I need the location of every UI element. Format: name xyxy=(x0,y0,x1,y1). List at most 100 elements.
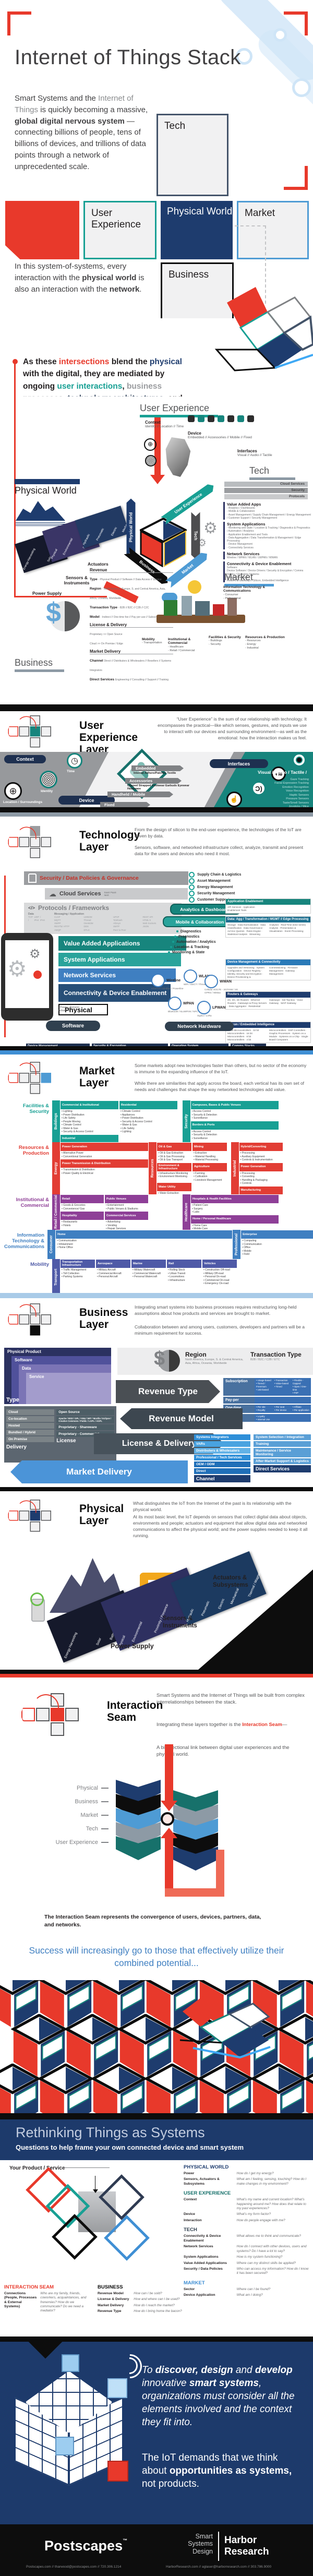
market-col-item: Communication xyxy=(58,1239,232,1243)
market-col-header: Public Venues xyxy=(105,1195,148,1203)
hub-device-items: Embedded // Accessories // Mobile // Fix… xyxy=(188,436,252,439)
market-col-item: Public Venues & Stadiums xyxy=(107,1207,148,1211)
market-col-item: Office xyxy=(244,1246,313,1250)
market-col-list: EntertainmentPublic Venues & Stadiums xyxy=(105,1204,148,1211)
text-segment: develop xyxy=(255,2365,293,2376)
market-col: EnterpriseComputingCommunicationOfficeMo… xyxy=(240,1230,313,1257)
tech-layer-title: Technology Layer xyxy=(79,829,140,854)
interaction-seam-icon xyxy=(21,1693,87,1738)
card-item: Energy Harvesting xyxy=(63,1632,78,1659)
text-segment: network xyxy=(109,284,140,294)
section-interaction-seam: Interaction Seam Smart Systems and the I… xyxy=(0,1678,313,1980)
closing-paragraph-2: The IoT demands that we think about oppo… xyxy=(142,2451,302,2490)
market-col-header: Environment & Infrastructure xyxy=(157,1163,191,1171)
cross-face-b xyxy=(30,1084,40,1094)
block-item: Wireline / WPAN / WLAN / LWPAN / WWAN xyxy=(227,556,278,559)
red-arrowhead-up xyxy=(161,1828,177,1838)
hub-ux-title: User Experience xyxy=(140,403,210,413)
hub-ux-header: User Experience xyxy=(140,403,218,417)
market-col-item: Water & Gas xyxy=(122,1123,177,1127)
underline-bar xyxy=(140,415,218,417)
seam-legend-row: Tech xyxy=(26,1826,109,1839)
market-group-tab: Industrial xyxy=(231,1142,239,1194)
market-col-item: Labs xyxy=(194,1211,279,1214)
market-col-header: Power Transmission & Distribution xyxy=(61,1159,148,1168)
product-service-label: Your Product / Service xyxy=(9,2165,65,2171)
model-col: • Loyalty • Internal Use xyxy=(256,1415,270,1421)
market-col-item: Vending xyxy=(107,1224,148,1228)
market-col-item: Access Control xyxy=(194,1110,279,1113)
closing-paragraph-1: To discover, design and develop innovati… xyxy=(142,2364,302,2429)
tech-paragraph-1: From the design of silicon to the end-us… xyxy=(135,827,302,838)
seam-title: Interaction Seam xyxy=(107,1699,163,1724)
market-col-header: Mining xyxy=(192,1143,227,1151)
text-segment: . xyxy=(139,284,142,294)
glasses-icon xyxy=(218,415,224,422)
market-col-item: Military Off-road xyxy=(205,1272,237,1276)
gear-icon: ⚙ xyxy=(7,956,27,981)
tree-item: Energy Management xyxy=(189,884,272,890)
cloud-banner: ☁ Cloud Services SaaS PaaS IaaS xyxy=(45,888,188,900)
physical-diagram: Energy HarvestingSolarBatteryGridPhysica… xyxy=(0,1551,313,1670)
question-key: Connections (People, Processes & Externa… xyxy=(4,2292,37,2309)
question-key: Interaction xyxy=(184,2218,202,2222)
legend-dash xyxy=(101,1815,109,1816)
market-row-label: Mobility xyxy=(30,1262,49,1267)
question-value: How do I reach the market? xyxy=(134,2303,175,2307)
section-hub-diagram: User Experience Context Identity // Loca… xyxy=(0,397,313,704)
block-title: Value Added Apps xyxy=(227,502,261,507)
text-segment: global digital nervous system xyxy=(15,116,125,126)
stack-System Applications: System Applications xyxy=(58,953,181,966)
license-item: Open Source xyxy=(56,1409,114,1415)
device-arrow-Embedded: Embedded xyxy=(131,765,184,771)
hub-tech-banner: Cloud Services xyxy=(224,482,308,487)
tech-card-title: Device Management & Connectivity xyxy=(226,960,310,965)
text-segment: is also an interaction with the xyxy=(15,273,145,294)
market-col-item: Traffic Management xyxy=(63,1268,95,1272)
network-icon xyxy=(168,997,182,1010)
divider-bar xyxy=(0,1670,313,1674)
text-segment: smart systems xyxy=(189,2378,259,2389)
cloud-banner-label: Cloud Services xyxy=(59,891,101,897)
system-app-item: Monitoring & State xyxy=(168,950,236,955)
logo-line: Smart xyxy=(195,2533,213,2540)
delivery-item: Hosted xyxy=(6,1423,55,1429)
software-box-title: Security & Encryption xyxy=(92,1044,168,1046)
row-value: - North America, Europe, S. and Central … xyxy=(90,588,166,600)
market-group-tab: Buildings xyxy=(52,1100,60,1142)
sector-item: - Transportation xyxy=(142,641,162,645)
cross-face-b xyxy=(30,848,40,858)
hub-market-title: Market xyxy=(224,572,254,582)
text-segment: with the digital, they are mediated by o… xyxy=(23,369,165,391)
region-band: $ Region North America, Europe, S. & Cen… xyxy=(117,1348,313,1375)
bubble-row: LPWAN xyxy=(197,1001,238,1014)
sector-title: Facilities & Security xyxy=(209,636,241,639)
pattern-cube xyxy=(276,2014,313,2081)
group-title: Market Delivery xyxy=(90,649,173,654)
text-segment: In this system-of-systems, every interac… xyxy=(15,262,127,282)
question-key: Revenue Type xyxy=(98,2309,122,2314)
cross-face-b xyxy=(30,737,40,748)
row-value: - B2B // B2C // C2B // C2C xyxy=(118,606,149,609)
market-col-item: Entertainment xyxy=(107,1204,148,1207)
market-group-cols: Hospitals & Health FacilitiesPatient Car… xyxy=(190,1194,313,1230)
pattern-cube xyxy=(304,1980,313,2032)
mobile-collab-pill: Mobile & Collaboration xyxy=(163,916,237,927)
tech-card-title: Application Enablement xyxy=(226,899,310,905)
block-item: - Device Management xyxy=(227,543,252,546)
sector-item: - Security xyxy=(209,643,221,646)
license-item: Apache / BSD / GPL / GNU / MIT / Mozilla… xyxy=(56,1416,114,1423)
market-col-item: Home Care xyxy=(194,1224,279,1228)
red-arrow-up xyxy=(165,1838,173,1896)
